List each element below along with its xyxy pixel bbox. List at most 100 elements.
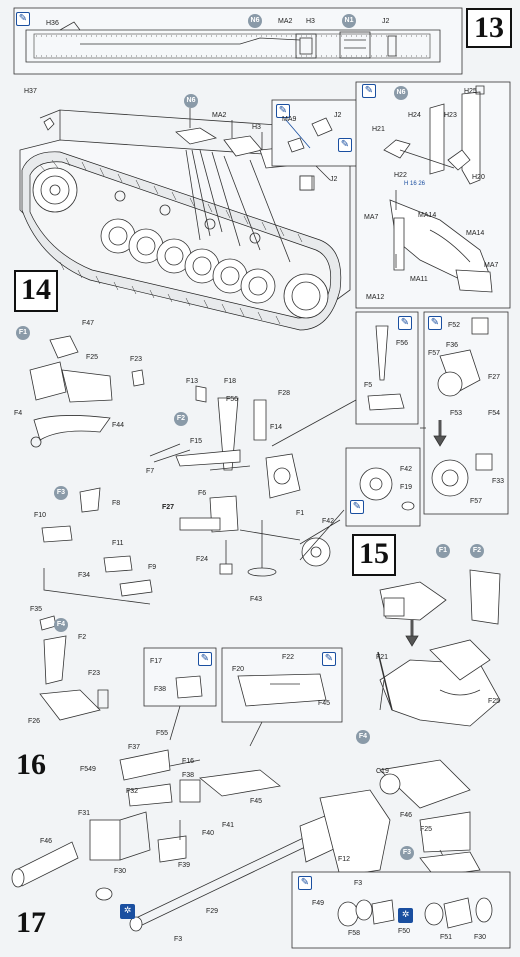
glue-icon: ✎ bbox=[16, 12, 30, 26]
part-label: H37 bbox=[24, 88, 37, 95]
glue-icon: ✎ bbox=[398, 316, 412, 330]
part-label: F23 bbox=[130, 356, 143, 363]
part-label: F57 bbox=[428, 350, 441, 357]
part-label: J2 bbox=[334, 112, 342, 119]
part-badge-f3: F3 bbox=[400, 846, 414, 860]
step-number-14: 14 bbox=[14, 270, 58, 312]
part-label: F50 bbox=[398, 928, 411, 935]
part-label: F35 bbox=[30, 606, 43, 613]
part-label: F40 bbox=[202, 830, 215, 837]
part-label: H3 bbox=[306, 18, 315, 25]
part-badge-f3: F3 bbox=[54, 486, 68, 500]
cement-icon: ✲ bbox=[398, 908, 413, 923]
part-label: MA14 bbox=[466, 230, 485, 237]
glue-icon: ✎ bbox=[350, 500, 364, 514]
part-label: C19 bbox=[376, 768, 389, 775]
part-label: F15 bbox=[190, 438, 203, 445]
step-number-13: 13 bbox=[466, 8, 512, 48]
part-label: F20 bbox=[232, 666, 245, 673]
part-label: F4 bbox=[14, 410, 23, 417]
part-label: F11 bbox=[112, 540, 124, 547]
part-label: H36 bbox=[46, 20, 59, 27]
part-label: F53 bbox=[450, 410, 463, 417]
part-label: F33 bbox=[492, 478, 505, 485]
part-label: F31 bbox=[78, 810, 91, 817]
part-label: MA12 bbox=[366, 294, 385, 301]
part-label: H21 bbox=[372, 126, 385, 133]
part-label: F8 bbox=[112, 500, 121, 507]
part-label: F46 bbox=[40, 838, 53, 845]
part-label: F7 bbox=[146, 468, 155, 475]
step-number-16: 16 bbox=[16, 748, 46, 781]
glue-icon: ✎ bbox=[322, 652, 336, 666]
part-badge-f2: F2 bbox=[470, 544, 484, 558]
part-label: F51 bbox=[440, 934, 453, 941]
part-label: F549 bbox=[80, 766, 96, 773]
part-label: H22 bbox=[394, 172, 407, 179]
part-label: F38 bbox=[182, 772, 195, 779]
part-label: F43 bbox=[250, 596, 263, 603]
step-number-15: 15 bbox=[352, 534, 396, 576]
part-label: F52 bbox=[448, 322, 461, 329]
part-label: F21 bbox=[376, 654, 389, 661]
detail-note: H 16 26 bbox=[404, 181, 426, 187]
part-label: F6 bbox=[198, 490, 207, 497]
part-label: F34 bbox=[78, 572, 91, 579]
part-label: H3 bbox=[252, 124, 261, 131]
part-label: F46 bbox=[400, 812, 413, 819]
part-label: F19 bbox=[400, 484, 413, 491]
part-label: F56 bbox=[226, 396, 239, 403]
part-label: F58 bbox=[348, 930, 361, 937]
part-label: H25 bbox=[464, 88, 477, 95]
part-badge-n6: N6 bbox=[248, 14, 262, 28]
part-label: MA7 bbox=[484, 262, 499, 269]
part-badge-f2: F2 bbox=[174, 412, 188, 426]
part-label: J2 bbox=[330, 176, 338, 183]
part-label: F2 bbox=[78, 634, 87, 641]
part-label: F38 bbox=[154, 686, 167, 693]
part-label: F54 bbox=[488, 410, 501, 417]
part-label: MA11 bbox=[410, 276, 428, 283]
part-label: F26 bbox=[28, 718, 41, 725]
part-label: F47 bbox=[82, 320, 95, 327]
part-label: F28 bbox=[278, 390, 291, 397]
part-label: F3 bbox=[174, 936, 183, 943]
part-label: F42 bbox=[400, 466, 413, 473]
part-label: F55 bbox=[156, 730, 169, 737]
part-label: F39 bbox=[178, 862, 191, 869]
part-label: F25 bbox=[488, 698, 501, 705]
part-badge-f4: F4 bbox=[54, 618, 68, 632]
part-label: F10 bbox=[34, 512, 47, 519]
glue-icon: ✎ bbox=[362, 84, 376, 98]
part-label: F27 bbox=[488, 374, 501, 381]
part-label: F29 bbox=[206, 908, 219, 915]
part-label: F56 bbox=[396, 340, 409, 347]
part-label: F30 bbox=[474, 934, 487, 941]
part-label: F45 bbox=[250, 798, 263, 805]
part-label: F45 bbox=[318, 700, 331, 707]
part-label: F14 bbox=[270, 424, 283, 431]
part-label: F9 bbox=[148, 564, 157, 571]
part-badge-f1: F1 bbox=[16, 326, 30, 340]
part-label: F3 bbox=[354, 880, 363, 887]
part-label: F22 bbox=[282, 654, 295, 661]
part-label: F5 bbox=[364, 382, 373, 389]
part-label: F30 bbox=[114, 868, 127, 875]
glue-icon: ✎ bbox=[298, 876, 312, 890]
part-label: F41 bbox=[222, 822, 235, 829]
part-label: MA14 bbox=[418, 212, 437, 219]
part-label: F49 bbox=[312, 900, 325, 907]
part-label: F36 bbox=[446, 342, 459, 349]
part-label: F42 bbox=[322, 518, 335, 525]
part-label: J2 bbox=[382, 18, 390, 25]
glue-icon: ✎ bbox=[428, 316, 442, 330]
part-label: F18 bbox=[224, 378, 237, 385]
part-label: F44 bbox=[112, 422, 125, 429]
part-label: MA2 bbox=[278, 18, 293, 25]
part-badge-f1: F1 bbox=[436, 544, 450, 558]
glue-icon: ✎ bbox=[198, 652, 212, 666]
part-label: F24 bbox=[196, 556, 209, 563]
part-badge-n6: N6 bbox=[184, 94, 198, 108]
